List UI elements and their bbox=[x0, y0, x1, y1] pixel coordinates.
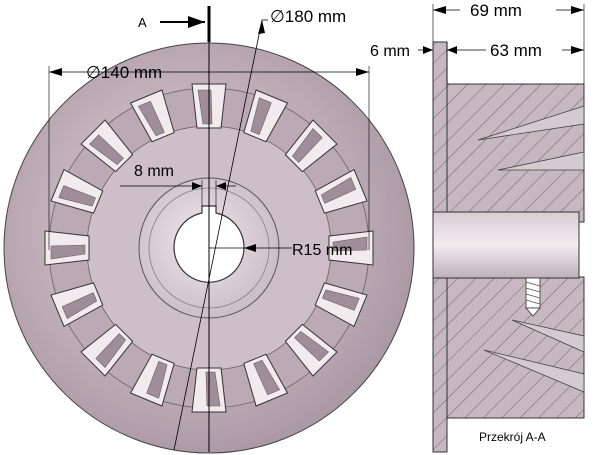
section-marker: A bbox=[138, 15, 205, 30]
pocket bbox=[50, 282, 104, 328]
section-view bbox=[432, 41, 585, 453]
pocket bbox=[284, 323, 338, 377]
pocket bbox=[284, 119, 338, 173]
total-length-label: 69 mm bbox=[470, 1, 522, 20]
keyway-label: 8 mm bbox=[134, 163, 174, 180]
outer-diameter-label: ∅180 mm bbox=[270, 7, 346, 26]
section-caption: Przekrój A-A bbox=[479, 430, 546, 444]
inner-diameter-label: ∅140 mm bbox=[86, 63, 162, 82]
flange-and-body-dimension: 6 mm 63 mm bbox=[370, 40, 584, 84]
pocket bbox=[314, 168, 368, 214]
lower-groove-2 bbox=[483, 349, 585, 393]
pocket bbox=[129, 353, 175, 407]
pocket bbox=[44, 230, 90, 266]
outer-diameter-dimension: ∅180 mm bbox=[173, 7, 346, 451]
pocket bbox=[80, 119, 134, 173]
set-screw-thread bbox=[525, 281, 541, 305]
lower-groove-1 bbox=[511, 319, 585, 353]
keyway-dimension: 8 mm bbox=[120, 163, 236, 206]
pocket bbox=[243, 89, 289, 143]
upper-groove-2 bbox=[497, 151, 585, 171]
pocket bbox=[314, 282, 368, 328]
pocket bbox=[243, 353, 289, 407]
total-length-dimension: 69 mm bbox=[432, 0, 585, 84]
pocket bbox=[328, 230, 374, 266]
bore-radius-label: R15 mm bbox=[292, 242, 352, 259]
pockets-group bbox=[44, 83, 374, 413]
section-marker-label: A bbox=[138, 15, 147, 30]
set-screw-tip bbox=[525, 307, 541, 317]
bore-radius-dimension: R15 mm bbox=[209, 242, 352, 259]
upper-groove-1 bbox=[477, 105, 585, 141]
section-bore bbox=[432, 211, 580, 279]
pocket bbox=[129, 89, 175, 143]
body-length-label: 63 mm bbox=[490, 41, 542, 60]
inner-diameter-dimension: ∅140 mm bbox=[48, 63, 370, 250]
pocket bbox=[50, 168, 104, 214]
pocket bbox=[80, 323, 134, 377]
flange-thickness-label: 6 mm bbox=[370, 43, 410, 60]
